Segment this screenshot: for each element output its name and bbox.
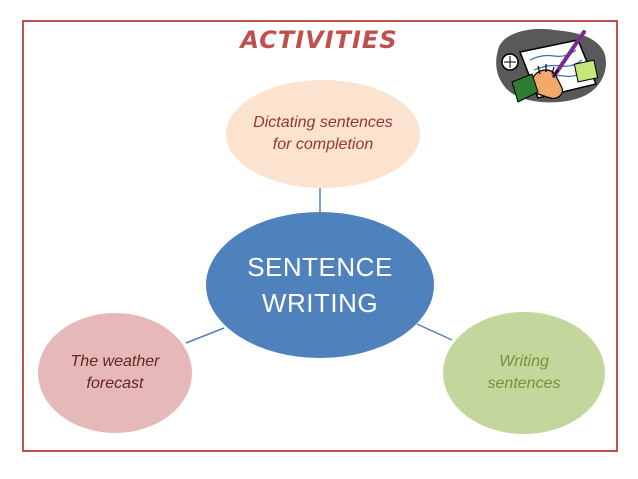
- slide-title: ACTIVITIES: [240, 26, 398, 54]
- node-writing-sentences-label: Writing sentences: [487, 353, 561, 392]
- node-weather-forecast-label: The weather forecast: [70, 353, 160, 392]
- node-dictating-sentences-label: Dictating sentences for completion: [253, 114, 393, 153]
- node-weather-forecast: The weather forecast: [38, 313, 192, 433]
- node-sentence-writing: SENTENCE WRITING: [206, 212, 434, 358]
- slide-border: [22, 20, 618, 452]
- hand-writing-on-paper-icon: [496, 28, 606, 103]
- connector-right: [416, 323, 453, 341]
- node-sentence-writing-label: SENTENCE WRITING: [247, 252, 393, 318]
- node-dictating-sentences: Dictating sentences for completion: [226, 80, 420, 188]
- node-writing-sentences: Writing sentences: [443, 312, 605, 434]
- connector-left: [185, 327, 225, 344]
